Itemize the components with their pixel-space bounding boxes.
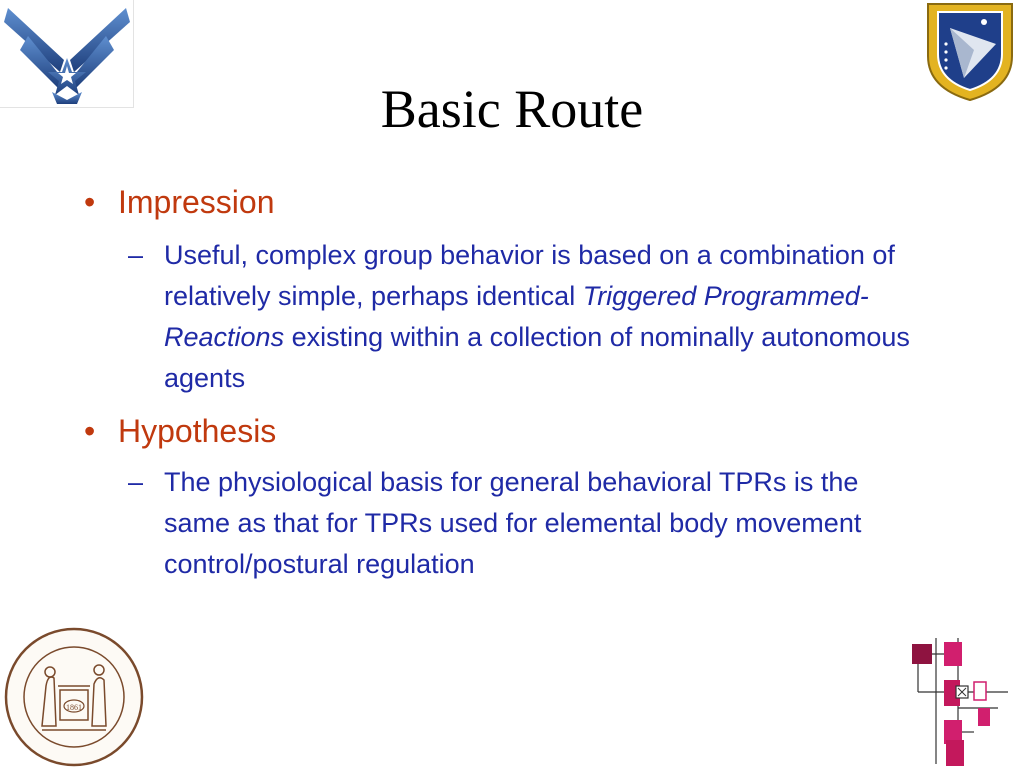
circuit-diagram-icon	[898, 628, 1020, 768]
sub-text-after: existing within a collection of nominall…	[164, 322, 910, 393]
sub-text: The physiological basis for general beha…	[164, 467, 862, 579]
afrl-shield-icon	[920, 0, 1020, 104]
bullet-label: Impression	[118, 184, 275, 220]
slide-title: Basic Route	[380, 79, 644, 139]
bullet-marker: •	[84, 413, 96, 449]
bullet-marker: •	[84, 184, 96, 220]
sub-bullet-impression: – Useful, complex group behavior is base…	[128, 235, 924, 399]
bullet-item-impression: • Impression	[78, 180, 958, 224]
sub-text-italic: Triggered Programmed-Reactions	[164, 281, 869, 352]
bullet-item-hypothesis: • Hypothesis	[78, 409, 958, 453]
air-force-wings-icon	[0, 0, 134, 108]
sub-bullet-hypothesis: – The physiological basis for general be…	[128, 462, 924, 585]
sub-text-before: Useful, complex group behavior is based …	[164, 240, 895, 311]
bullet-list: • Impression – Useful, complex group beh…	[78, 180, 958, 585]
mit-seal-icon: 1861	[2, 626, 146, 768]
dash-marker: –	[128, 240, 144, 270]
bullet-label: Hypothesis	[118, 413, 277, 449]
dash-marker: –	[128, 467, 144, 497]
mit-year: 1861	[66, 703, 82, 712]
